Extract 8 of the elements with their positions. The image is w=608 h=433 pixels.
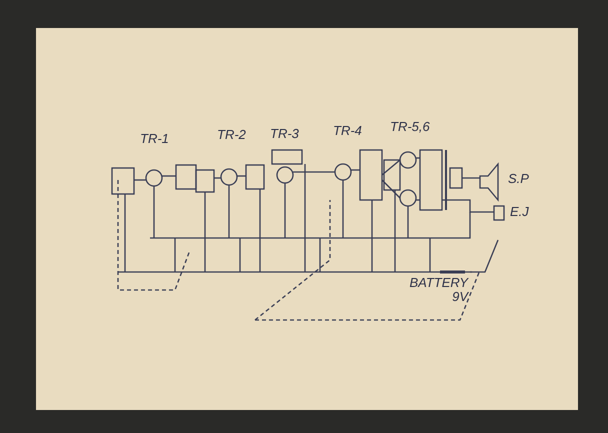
transistor-label: TR-5,6 <box>390 120 430 134</box>
jack-label: E.J <box>510 205 529 219</box>
transistor-label: TR-2 <box>217 128 246 142</box>
speaker-label: S.P <box>508 172 529 186</box>
transistor-label: TR-3 <box>270 127 299 141</box>
battery-label: BATTERY 9V <box>408 276 468 304</box>
transistor-label: TR-4 <box>333 124 362 138</box>
transistor-label: TR-1 <box>140 132 169 146</box>
